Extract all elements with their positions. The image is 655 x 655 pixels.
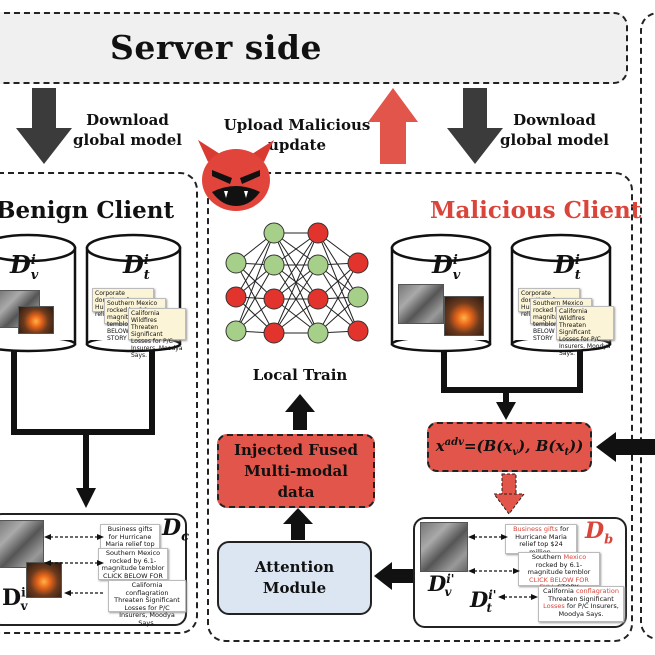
malicious-db-link-arrows	[468, 534, 538, 600]
download-label-left-line2: global model	[73, 131, 182, 149]
nn-node	[263, 222, 285, 244]
nn-edge	[235, 264, 275, 332]
nn-edge	[235, 232, 275, 332]
injected-line1: Injected Fused	[234, 440, 358, 459]
download-label-right-line1: Download	[513, 111, 596, 129]
download-arrow-right-icon	[447, 88, 503, 164]
nn-edge	[273, 232, 319, 300]
server-title: Server side	[110, 28, 322, 67]
nn-node	[263, 322, 285, 344]
attention-line1: Attention	[254, 558, 335, 576]
download-arrow-left-icon	[16, 88, 72, 164]
left-arrow-attention-icon	[374, 562, 414, 590]
malicious-photo-fire	[444, 296, 484, 336]
upload-label: Upload Malicious update	[222, 115, 372, 155]
injected-line3: data	[277, 482, 315, 501]
malicious-photo-hurricane	[398, 284, 444, 324]
upload-arrow-icon	[368, 88, 418, 164]
nn-edge	[273, 232, 319, 334]
local-train-label: Local Train	[252, 366, 348, 384]
nn-node	[225, 252, 247, 274]
formula-text: xadv=(B(xv), B(xt))	[435, 436, 584, 458]
download-label-right: Download global model	[497, 110, 612, 150]
injected-data-box: Injected Fused Multi-modal data	[217, 434, 375, 508]
download-label-right-line2: global model	[500, 131, 609, 149]
benign-dc-label: Dc	[162, 515, 189, 545]
malicious-client-panel	[207, 172, 633, 642]
nn-edge	[317, 262, 359, 334]
malicious-dt-prime-label: Di't	[470, 587, 497, 616]
nn-node	[225, 286, 247, 308]
benign-client-panel	[0, 172, 198, 634]
malicious-merge-connector	[441, 350, 583, 420]
malicious-dv-label: Div	[432, 250, 461, 283]
nn-node	[347, 252, 369, 274]
benign-dc-link-arrows	[44, 534, 104, 596]
upload-label-line1: Upload Malicious	[223, 116, 371, 134]
malicious-dv-prime-label: Di'v	[428, 571, 455, 600]
nn-node	[225, 320, 247, 342]
nn-edge	[273, 264, 319, 334]
malicious-client-title: Malicious Client	[430, 197, 642, 224]
nn-node	[307, 288, 329, 310]
benign-dc-v-label: Div	[2, 585, 28, 614]
nn-edge	[235, 232, 275, 298]
malicious-card-3: California Wildfires Threaten Significan…	[556, 306, 614, 357]
nn-node	[307, 322, 329, 344]
download-label-left: Download global model	[70, 110, 185, 150]
download-label-left-line1: Download	[86, 111, 169, 129]
nn-node	[347, 286, 369, 308]
injected-line2: Multi-modal	[244, 461, 348, 480]
up-arrow-injected-icon	[283, 508, 313, 540]
nn-node	[263, 254, 285, 276]
benign-dc-text-2: Southern Mexico rocked by 6.1-magnitude …	[98, 548, 168, 587]
benign-dc-photo-fire	[26, 562, 62, 598]
up-arrow-local-train-icon	[285, 394, 315, 430]
benign-merge-connector	[11, 350, 155, 508]
benign-dc-photo-hurricane	[0, 520, 44, 568]
attention-module-box: Attention Module	[217, 541, 372, 615]
nn-edge	[317, 232, 359, 298]
malicious-db-text-3: California conflagration Threaten Signif…	[538, 586, 624, 622]
benign-dc-text-3: California conflagration Threaten Signif…	[108, 580, 186, 626]
attention-line2: Module	[262, 579, 327, 597]
malicious-db-label: Db	[585, 518, 614, 548]
nn-node	[307, 222, 329, 244]
benign-client-title: Benign Client	[0, 197, 175, 224]
benign-dt-label: Dit	[123, 250, 150, 283]
benign-card-3: California Wildfires Threaten Significan…	[128, 308, 186, 359]
nn-node	[307, 254, 329, 276]
nn-node	[263, 288, 285, 310]
nn-edge	[317, 232, 359, 332]
malicious-db-text-1: Business gifts for Hurricane Maria relie…	[505, 524, 577, 555]
neural-network-diagram	[225, 222, 369, 344]
devil-icon	[198, 140, 274, 211]
benign-dv-label: Div	[10, 250, 39, 283]
benign-photo-fire	[18, 306, 54, 334]
nn-node	[347, 320, 369, 342]
red-down-arrow-icon	[493, 473, 525, 515]
right-partial-panel	[640, 12, 655, 640]
adversarial-formula-box: xadv=(B(xv), B(xt))	[427, 422, 592, 472]
server-panel	[0, 12, 628, 84]
malicious-db-photo-hurricane	[420, 522, 468, 572]
left-arrow-formula-icon	[596, 432, 655, 462]
upload-label-line2: update	[267, 136, 327, 154]
malicious-dt-label: Dit	[554, 250, 581, 283]
